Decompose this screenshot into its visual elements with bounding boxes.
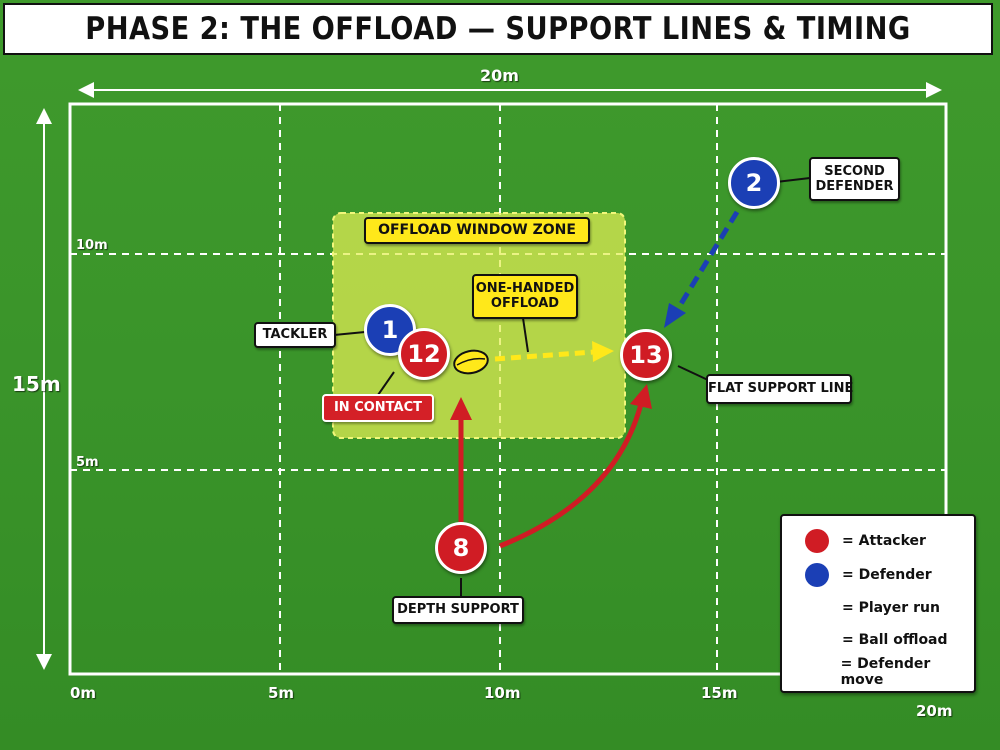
rugby-ball	[453, 349, 489, 375]
depth-support-callout: DEPTH SUPPORT	[392, 596, 524, 624]
width-label: 20m	[480, 66, 519, 85]
legend-attacker-label: = Attacker	[842, 533, 926, 549]
legend-ball-offload-label: = Ball offload	[842, 632, 948, 648]
y-tick-10m: 10m	[76, 238, 108, 253]
flat-support-leader	[677, 365, 709, 381]
second-defender-leader	[775, 177, 811, 183]
defender-2: 2	[728, 157, 780, 209]
second-defender-callout: SECOND DEFENDER	[809, 157, 900, 201]
x-tick-15m: 15m	[701, 684, 738, 702]
height-label: 15m	[12, 372, 61, 396]
pitch-grid	[70, 104, 946, 674]
attacker-8: 8	[435, 522, 487, 574]
attacker-12: 12	[398, 328, 450, 380]
legend-defender-move: = Defender move	[792, 656, 974, 688]
player-run-8-forward	[450, 397, 472, 522]
second-defender-line2: DEFENDER	[815, 179, 894, 194]
player-run-8-to-13	[499, 384, 652, 549]
legend-attacker-dot	[805, 529, 829, 553]
x-tick-5m: 5m	[268, 684, 295, 702]
ball-offload-arrow	[494, 341, 614, 362]
x-tick-10m: 10m	[484, 684, 521, 702]
legend-attacker: = Attacker	[792, 528, 926, 554]
one-handed-offload-callout: ONE-HANDED OFFLOAD	[472, 274, 578, 319]
attacker-13: 13	[620, 329, 672, 381]
legend-player-run: = Player run	[792, 595, 940, 621]
legend-defender-move-label: = Defender move	[840, 656, 931, 688]
defender-move-arrow	[664, 210, 740, 328]
page-title: PHASE 2: THE OFFLOAD — SUPPORT LINES & T…	[85, 11, 911, 47]
second-defender-line1: SECOND	[824, 164, 885, 179]
legend-ball-offload: = Ball offload	[792, 627, 948, 653]
legend: = Attacker = Defender = Player run = Bal…	[780, 514, 976, 693]
offload-callout-line1: ONE-HANDED	[475, 281, 575, 296]
legend-player-run-label: = Player run	[842, 600, 940, 616]
pitch-boundary	[68, 102, 948, 676]
x-tick-0m: 0m	[70, 684, 97, 702]
title-banner: PHASE 2: THE OFFLOAD — SUPPORT LINES & T…	[3, 3, 993, 55]
tackler-callout: TACKLER	[254, 322, 336, 348]
offload-callout-line2: OFFLOAD	[490, 296, 560, 311]
offload-leader	[522, 317, 529, 353]
legend-defender: = Defender	[792, 562, 932, 588]
tackler-leader	[333, 331, 366, 336]
legend-defender-label: = Defender	[842, 567, 932, 583]
flat-support-callout: FLAT SUPPORT LINE	[706, 374, 853, 404]
zone-label: OFFLOAD WINDOW ZONE	[364, 217, 590, 244]
x-tick-20m: 20m	[916, 702, 953, 720]
y-tick-5m: 5m	[76, 455, 99, 470]
in-contact-leader	[377, 371, 395, 396]
legend-defender-dot	[805, 563, 829, 587]
in-contact-callout: IN CONTACT	[322, 394, 434, 422]
